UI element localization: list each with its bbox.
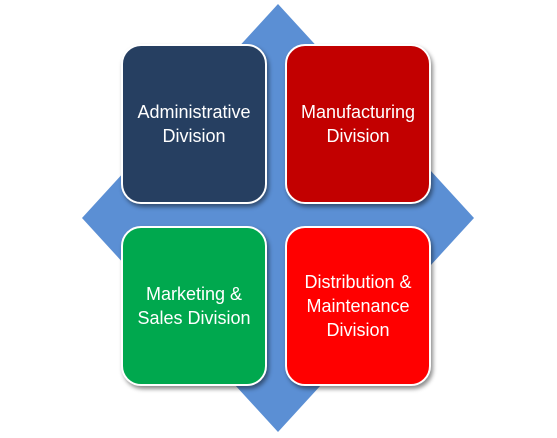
administrative-division-box: Administrative Division [121,44,267,204]
administrative-division-label: Administrative Division [137,102,251,146]
manufacturing-division-label: Manufacturing Division [300,102,416,146]
distribution-maintenance-division-label: Distribution & Maintenance Division [304,272,412,340]
distribution-maintenance-division-box: Distribution & Maintenance Division [285,226,431,386]
marketing-sales-division-label: Marketing & Sales Division [137,284,251,328]
marketing-sales-division-box: Marketing & Sales Division [121,226,267,386]
manufacturing-division-box: Manufacturing Division [285,44,431,204]
